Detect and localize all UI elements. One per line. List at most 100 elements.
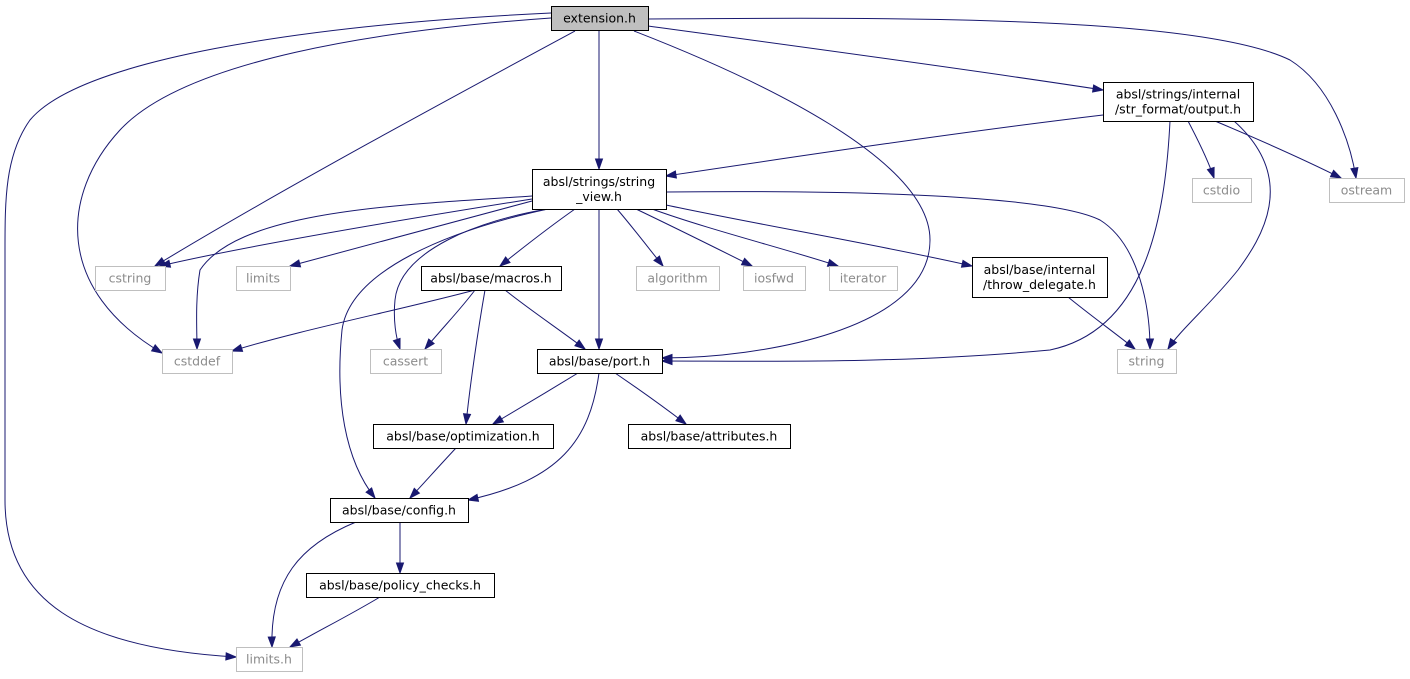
arrow-head-icon bbox=[1329, 169, 1343, 179]
edge-line bbox=[424, 289, 476, 350]
arrow-head-icon bbox=[288, 638, 302, 648]
edge-line bbox=[633, 30, 931, 359]
arrow-head-icon bbox=[1124, 339, 1137, 350]
node-box bbox=[95, 266, 166, 291]
edge-extension-to-cstring bbox=[153, 30, 576, 267]
arrow-head-icon bbox=[594, 158, 604, 171]
arrow-head-icon bbox=[740, 257, 754, 267]
node-port[interactable]: absl/base/port.h bbox=[537, 349, 663, 374]
node-box bbox=[829, 266, 898, 291]
node-label: absl/strings/string bbox=[543, 174, 655, 189]
arrow-head-icon bbox=[267, 636, 276, 649]
arrow-head-icon bbox=[574, 339, 587, 350]
node-label: absl/base/internal bbox=[984, 262, 1096, 277]
node-box bbox=[236, 266, 291, 291]
edge-line bbox=[1067, 296, 1136, 350]
edge-output-to-string bbox=[1167, 120, 1271, 351]
edge-line bbox=[339, 208, 549, 499]
node-label: absl/base/policy_checks.h bbox=[319, 578, 481, 593]
node-box bbox=[1117, 349, 1177, 374]
node-macros[interactable]: absl/base/macros.h bbox=[421, 266, 562, 291]
edge-line bbox=[154, 30, 576, 267]
node-box bbox=[743, 266, 806, 291]
edge-line bbox=[393, 208, 549, 350]
node-box bbox=[972, 257, 1108, 298]
edge-line bbox=[665, 204, 973, 267]
edge-extension-to-string_view bbox=[594, 31, 604, 171]
node-box bbox=[306, 573, 495, 598]
node-label: absl/base/port.h bbox=[549, 354, 650, 369]
edge-policy_checks-to-limits_h bbox=[288, 596, 381, 648]
arrow-head-icon bbox=[230, 343, 244, 352]
edge-line bbox=[77, 17, 552, 354]
edge-macros-to-port bbox=[504, 289, 587, 350]
node-label: cstddef bbox=[174, 354, 221, 369]
edge-string_view-to-config bbox=[339, 208, 549, 500]
arrow-head-icon bbox=[1350, 166, 1359, 180]
edge-extension-to-port bbox=[633, 30, 931, 363]
edge-string_view-to-cassert bbox=[392, 208, 549, 351]
node-policy-checks[interactable]: absl/base/policy_checks.h bbox=[306, 573, 495, 598]
node-limits: limits bbox=[236, 266, 291, 291]
edge-line bbox=[647, 17, 1357, 179]
edge-string_view-to-macros bbox=[498, 208, 576, 267]
edge-line bbox=[289, 596, 381, 648]
edge-line bbox=[647, 25, 1104, 91]
edge-string_view-to-limits bbox=[288, 200, 533, 268]
node-box bbox=[537, 349, 663, 374]
node-attributes[interactable]: absl/base/attributes.h bbox=[628, 424, 791, 449]
node-extension[interactable]: extension.h bbox=[551, 6, 649, 31]
node-label: ostream bbox=[1341, 183, 1392, 198]
arrow-head-icon bbox=[365, 487, 376, 500]
edge-line bbox=[465, 289, 486, 425]
edge-string_view-to-throw_delegate bbox=[665, 204, 974, 268]
edge-throw_delegate-to-string bbox=[1067, 296, 1137, 350]
node-box bbox=[236, 647, 303, 672]
node-cstring: cstring bbox=[95, 266, 166, 291]
edge-macros-to-cstddef bbox=[230, 289, 476, 352]
edge-output-to-string_view bbox=[664, 114, 1104, 179]
edge-output-to-ostream bbox=[1214, 120, 1343, 179]
node-label: /throw_delegate.h bbox=[983, 277, 1096, 292]
arrow-head-icon bbox=[664, 170, 678, 179]
node-throw-delegate[interactable]: absl/base/internal/throw_delegate.h bbox=[972, 257, 1108, 298]
edge-line bbox=[231, 289, 476, 352]
arrow-head-icon bbox=[498, 256, 511, 267]
edge-line bbox=[4, 12, 552, 658]
arrow-head-icon bbox=[466, 493, 480, 502]
edge-line bbox=[1167, 120, 1271, 350]
node-label: cstring bbox=[109, 271, 152, 286]
node-box bbox=[421, 266, 562, 291]
edge-line bbox=[467, 372, 600, 501]
edge-string_view-to-iosfwd bbox=[635, 208, 754, 267]
arrow-head-icon bbox=[392, 337, 401, 351]
edge-string_view-to-iterator bbox=[651, 208, 840, 267]
edge-line bbox=[289, 200, 533, 267]
edge-string_view-to-port bbox=[594, 209, 604, 351]
node-optimization[interactable]: absl/base/optimization.h bbox=[373, 424, 554, 449]
node-cstddef: cstddef bbox=[162, 349, 233, 374]
node-output[interactable]: absl/strings/internal/str_format/output.… bbox=[1103, 82, 1254, 122]
node-label: iterator bbox=[840, 271, 887, 286]
node-box bbox=[162, 349, 233, 374]
node-string-view[interactable]: absl/strings/string_view.h bbox=[532, 169, 667, 210]
node-label: absl/strings/internal bbox=[1116, 87, 1240, 102]
edge-string_view-to-cstddef bbox=[192, 195, 533, 351]
edge-port-to-optimization bbox=[491, 372, 579, 425]
arrow-head-icon bbox=[1091, 84, 1105, 93]
edges-layer bbox=[4, 12, 1359, 661]
node-ostream: ostream bbox=[1329, 178, 1405, 203]
node-label: absl/base/config.h bbox=[342, 503, 456, 518]
edge-string_view-to-algorithm bbox=[616, 208, 664, 268]
edge-line bbox=[661, 120, 1171, 362]
node-label: algorithm bbox=[647, 271, 707, 286]
node-config[interactable]: absl/base/config.h bbox=[330, 498, 469, 523]
edge-config-to-policy_checks bbox=[395, 522, 405, 575]
edge-port-to-config bbox=[466, 372, 600, 502]
edge-line bbox=[492, 372, 579, 425]
arrow-head-icon bbox=[288, 259, 302, 268]
node-limits-h: limits.h bbox=[236, 647, 303, 672]
node-box bbox=[636, 266, 720, 291]
edge-string_view-to-cstring bbox=[158, 198, 533, 268]
